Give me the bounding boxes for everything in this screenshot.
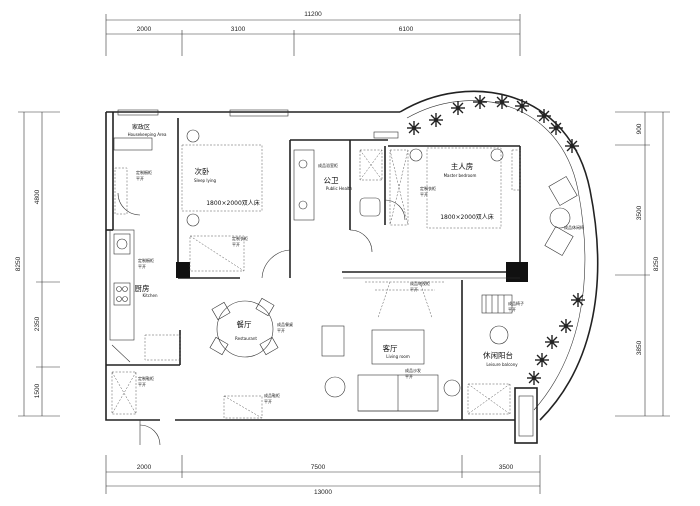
- left-total-dim: 8250: [15, 256, 22, 271]
- living-room-label-en: Living room: [386, 354, 410, 359]
- right-total-dim: 8250: [653, 256, 660, 271]
- kitchen-label-cn: 厨房: [135, 283, 150, 293]
- balcony-plants: [407, 95, 585, 385]
- note-custom-wardrobe-2: 定制衣柜: [420, 185, 436, 191]
- note-custom-shoe-cabinet: 定制鞋柜: [138, 375, 154, 381]
- balcony-label-cn: 休闲阳台: [483, 350, 513, 360]
- plant-icon: [535, 353, 549, 367]
- top-dim-3: 6100: [399, 26, 414, 33]
- plant-icon: [527, 371, 541, 385]
- master-bedroom-label-cn: 主人房: [451, 161, 474, 171]
- second-bedroom: 次卧 Sleep lying 1800×2000双人床 定制衣柜 平开: [181, 129, 263, 272]
- note-flat-open-6: 平开: [264, 399, 272, 404]
- note-dining-table: 成品餐桌: [277, 321, 293, 327]
- note-flat-open-5: 平开: [138, 382, 146, 387]
- second-bedroom-label-en: Sleep lying: [194, 178, 217, 183]
- bottom-dim-1: 2000: [137, 464, 152, 471]
- right-dim-3: 3850: [636, 340, 643, 355]
- note-flat-open-3: 平开: [420, 192, 428, 197]
- left-dim-2: 2350: [34, 316, 41, 331]
- second-bed-size: 1800×2000双人床: [206, 199, 260, 207]
- right-dim-1: 900: [636, 123, 643, 134]
- plant-icon: [495, 95, 509, 109]
- plant-icon: [407, 121, 421, 135]
- note-custom-wardrobe-1: 定制衣柜: [232, 235, 248, 241]
- leisure-balcony: 休闲阳台 Leisure balcony 成品休闲椅 成品椅子 平开: [467, 176, 584, 415]
- note-tv-cabinet: 成品电视柜: [410, 280, 430, 286]
- left-dimension-chain: 8250 4800 2350 1500: [15, 111, 60, 417]
- windows: [117, 109, 399, 139]
- left-dim-1: 4800: [34, 189, 41, 204]
- master-bed-size: 1800×2000双人床: [440, 213, 494, 221]
- note-flat-open-10: 平开: [508, 307, 516, 312]
- note-flat-open-8: 平开: [410, 287, 418, 292]
- master-bedroom-label-en: Master bedroom: [444, 173, 477, 178]
- note-flat-open-1: 平开: [136, 176, 144, 181]
- note-flat-open-2: 平开: [232, 242, 240, 247]
- plant-icon: [515, 99, 529, 113]
- living-room-label-cn: 客厅: [383, 343, 398, 353]
- housekeeping-area: 家政区 Housekeeping Area 定制橱柜 平开: [113, 123, 167, 215]
- plant-icon: [571, 293, 585, 307]
- bottom-total-dim: 13000: [314, 489, 332, 496]
- bottom-dim-3: 3500: [499, 464, 514, 471]
- door-swings: [117, 192, 406, 446]
- plant-icon: [565, 139, 579, 153]
- restaurant-label-cn: 餐厅: [237, 320, 252, 329]
- interior-walls: [106, 112, 528, 366]
- entry: 定制鞋柜 平开 成品鞋柜 平开: [111, 371, 280, 419]
- living-room: 客厅 Living room 成品电视柜 平开 成品沙发 平开: [321, 280, 461, 412]
- housekeeping-label-en: Housekeeping Area: [128, 132, 167, 137]
- note-leisure-chair: 成品休闲椅: [564, 224, 584, 230]
- left-dim-3: 1500: [34, 383, 41, 398]
- top-dim-2: 3100: [231, 26, 246, 33]
- bottom-dimension-chain: 2000 7500 3500 13000: [105, 455, 541, 496]
- plant-icon: [429, 113, 443, 127]
- dining-room: 餐厅 Restaurant 成品餐桌 平开: [209, 297, 293, 358]
- kitchen-label-en: Kitchen: [142, 293, 157, 298]
- master-bedroom: 主人房 Master bedroom 1800×2000双人床 定制衣柜 平开: [389, 147, 521, 229]
- balcony-curve: [399, 90, 599, 421]
- plant-icon: [549, 121, 563, 135]
- public-health-label-en: Public Health: [326, 186, 353, 191]
- note-custom-cabinet-2: 定制橱柜: [138, 257, 154, 263]
- plant-icon: [451, 101, 465, 115]
- second-bedroom-label-cn: 次卧: [195, 166, 210, 176]
- note-custom-cabinet-1: 定制橱柜: [136, 169, 152, 175]
- plant-icon: [473, 95, 487, 109]
- right-dimension-chain: 900 3500 3850 8250: [615, 111, 670, 417]
- outer-walls: [105, 111, 538, 444]
- note-flat-open-4: 平开: [138, 264, 146, 269]
- kitchen: 厨房 Kitchen 定制橱柜 平开: [109, 229, 181, 363]
- top-dimension-chain: 11200 2000 3100 6100: [105, 11, 521, 56]
- top-dim-1: 2000: [137, 26, 152, 33]
- balcony-label-en: Leisure balcony: [486, 362, 518, 367]
- note-vanity: 成品浴室柜: [318, 162, 338, 168]
- restaurant-label-en: Restaurant: [235, 336, 257, 341]
- public-health-label-cn: 公卫: [324, 176, 339, 185]
- note-flat-open-7: 平开: [277, 328, 285, 333]
- top-total-dim: 11200: [304, 11, 322, 18]
- note-chair: 成品椅子: [508, 300, 524, 306]
- right-dim-2: 3500: [636, 205, 643, 220]
- public-bathroom: 公卫 Public Health 成品浴室柜: [293, 149, 383, 221]
- bottom-dim-2: 7500: [311, 464, 326, 471]
- plant-icon: [559, 319, 573, 333]
- note-sofa: 成品沙发: [405, 367, 421, 373]
- plant-icon: [545, 335, 559, 349]
- housekeeping-label-cn: 家政区: [132, 123, 150, 131]
- plant-icon: [537, 109, 551, 123]
- note-flat-open-9: 平开: [405, 374, 413, 379]
- note-shoe-cabinet: 成品鞋柜: [264, 392, 280, 398]
